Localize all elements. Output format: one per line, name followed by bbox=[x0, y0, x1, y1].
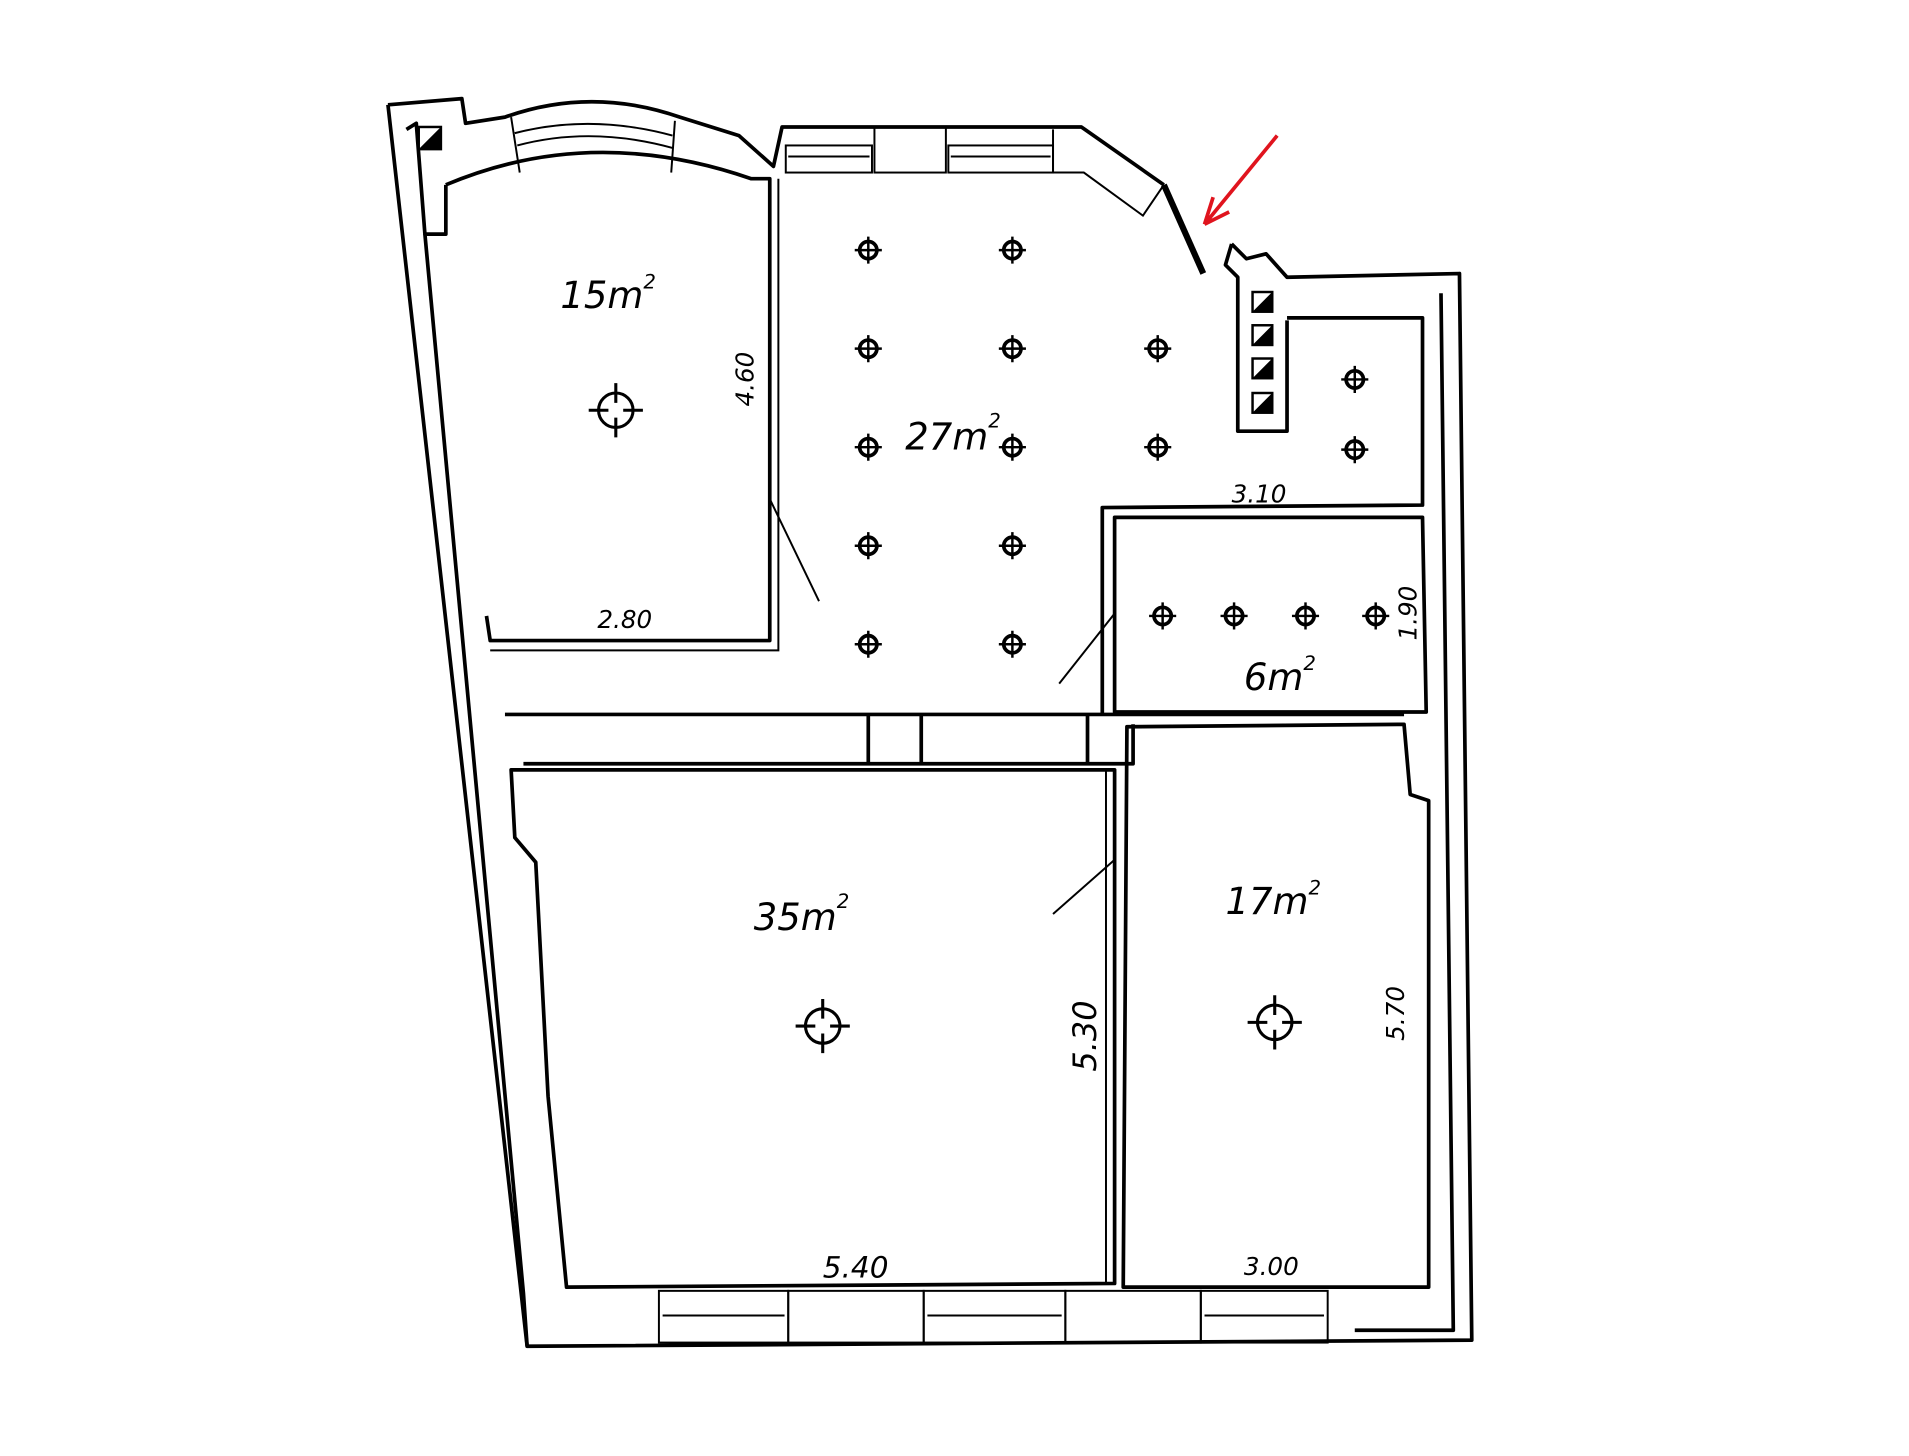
ventilation-shaft bbox=[1223, 243, 1289, 434]
spotlight-icon bbox=[1362, 602, 1390, 630]
room-17-length: 5.70 bbox=[1381, 986, 1410, 1041]
room-17-area: 17m2 bbox=[1225, 876, 1321, 923]
room-35-width: 5.40 bbox=[823, 1250, 889, 1284]
ceiling-light-icon bbox=[588, 383, 643, 438]
spotlight-icon bbox=[998, 532, 1026, 560]
ventilation-shaft-icon bbox=[1251, 290, 1274, 313]
room-27-area: 27m2 bbox=[905, 409, 1001, 458]
spotlight-icon bbox=[854, 630, 882, 658]
spotlight-icon bbox=[998, 236, 1026, 264]
spotlight-icon bbox=[854, 532, 882, 560]
spotlight-icon bbox=[998, 630, 1026, 658]
ventilation-shaft-icon bbox=[1251, 391, 1274, 414]
spotlight-icon bbox=[854, 335, 882, 363]
windows bbox=[510, 116, 1329, 1344]
spotlight-icon bbox=[1149, 602, 1177, 630]
arrow-icon bbox=[1202, 134, 1279, 226]
room-15-width: 2.80 bbox=[597, 605, 652, 634]
spotlight-icon bbox=[1341, 436, 1369, 464]
room-17-width: 3.00 bbox=[1244, 1252, 1299, 1281]
room-6-area: 6m2 bbox=[1244, 652, 1316, 699]
room-35-length: 5.30 bbox=[1066, 1000, 1104, 1071]
room-15-length: 4.60 bbox=[731, 352, 760, 407]
room-6-width: 3.10 bbox=[1232, 480, 1287, 509]
spotlight-icon bbox=[1144, 335, 1172, 363]
interior-walls bbox=[445, 150, 1431, 1289]
spotlight-icon bbox=[854, 236, 882, 264]
highlighted-door bbox=[1161, 183, 1207, 275]
spotlight-icon bbox=[998, 433, 1026, 461]
ceiling-light-icon bbox=[795, 998, 850, 1054]
spotlight-icon bbox=[1144, 433, 1172, 461]
ventilation-shaft-icon bbox=[417, 125, 443, 151]
spotlight-icon bbox=[1341, 365, 1369, 394]
spotlight-icon bbox=[998, 335, 1026, 363]
ventilation-shaft-icon bbox=[1251, 357, 1274, 380]
ventilation-shaft-icon bbox=[1251, 324, 1274, 347]
room-35-area: 35m2 bbox=[754, 890, 850, 939]
spotlight-icon bbox=[854, 433, 882, 461]
spotlight-icon bbox=[1220, 602, 1248, 630]
ceiling-light-icon bbox=[1247, 995, 1302, 1050]
outer-walls bbox=[386, 96, 1474, 1349]
room-15-area: 15m2 bbox=[560, 270, 656, 317]
spotlight-icon bbox=[1291, 602, 1320, 630]
room-6-length: 1.90 bbox=[1393, 586, 1422, 641]
